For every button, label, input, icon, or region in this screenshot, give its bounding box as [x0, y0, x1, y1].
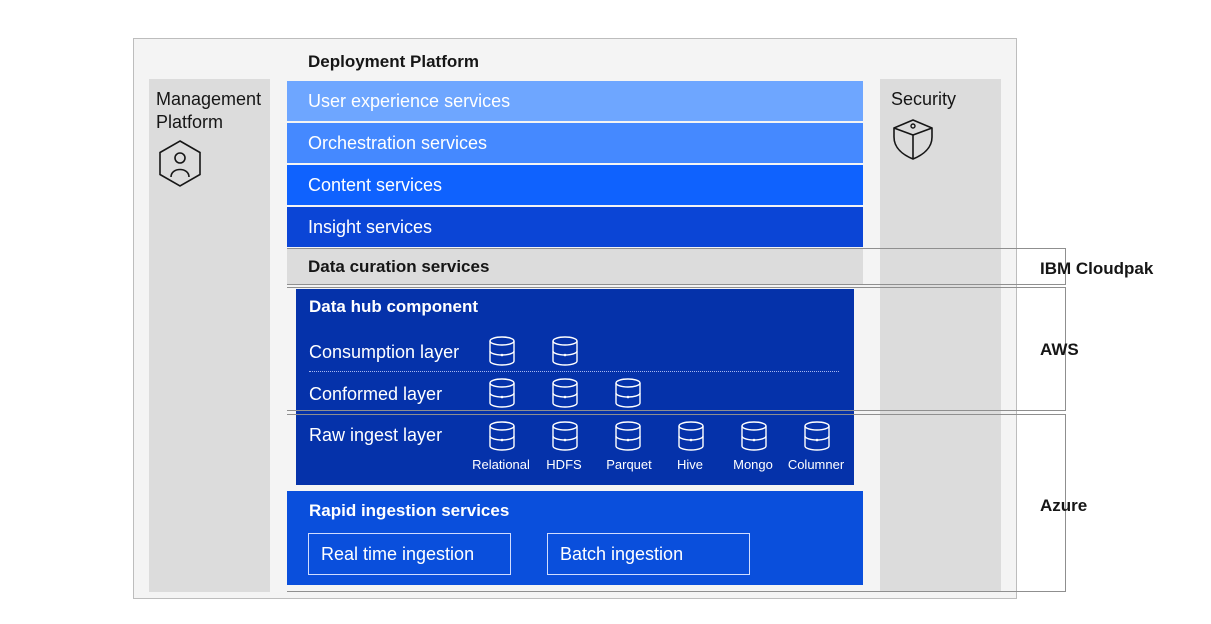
database-cylinder-icon	[803, 420, 831, 452]
database-cylinder-icon	[614, 377, 642, 409]
service-band-orchestration: Orchestration services	[287, 123, 863, 163]
management-platform-column	[149, 79, 270, 592]
management-platform-title: Management Platform	[156, 89, 262, 132]
deployment-platform-title: Deployment Platform	[308, 52, 479, 71]
service-band-insight: Insight services	[287, 207, 863, 247]
database-cylinder-icon	[551, 420, 579, 452]
store-label-parquet: Parquet	[606, 457, 652, 472]
store-label-hive: Hive	[676, 457, 703, 472]
real-time-ingestion-box: Real time ingestion	[308, 533, 511, 575]
database-cylinder-icon	[488, 335, 516, 367]
user-hexagon-icon	[157, 139, 203, 187]
store-label-relational: Relational	[472, 457, 530, 472]
store-label-hdfs: HDFS	[546, 457, 582, 472]
rapid-ingestion-panel	[287, 491, 863, 585]
service-band-user-experience: User experience services	[287, 81, 863, 121]
data-hub-title: Data hub component	[309, 297, 479, 316]
database-cylinder-icon	[677, 420, 705, 452]
layer-divider	[309, 371, 839, 372]
database-cylinder-icon	[614, 420, 642, 452]
azure-bracket	[287, 414, 1066, 592]
store-label-columner: Columner	[787, 457, 845, 472]
database-cylinder-icon	[740, 420, 768, 452]
raw-ingest-layer-label: Raw ingest layer	[309, 425, 443, 445]
data-curation-band: Data curation services	[287, 249, 863, 284]
aws-bracket	[287, 287, 1066, 411]
database-cylinder-icon	[488, 420, 516, 452]
conformed-layer-label: Conformed layer	[309, 384, 443, 404]
consumption-layer-label: Consumption layer	[309, 342, 460, 362]
store-label-mongo: Mongo	[733, 457, 773, 472]
data-hub-panel	[296, 289, 854, 485]
ibm-cloudpak-bracket	[287, 248, 1066, 285]
azure-label: Azure	[1040, 496, 1088, 515]
service-band-content: Content services	[287, 165, 863, 205]
rapid-ingestion-title: Rapid ingestion services	[309, 501, 510, 520]
ibm-cloudpak-label: IBM Cloudpak	[1040, 259, 1154, 278]
database-cylinder-icon	[551, 377, 579, 409]
security-column	[880, 79, 1001, 592]
database-cylinder-icon	[488, 377, 516, 409]
batch-ingestion-box: Batch ingestion	[547, 533, 750, 575]
aws-label: AWS	[1040, 340, 1079, 359]
database-cylinder-icon	[551, 335, 579, 367]
shield-icon	[891, 117, 935, 161]
security-title: Security	[891, 89, 957, 109]
